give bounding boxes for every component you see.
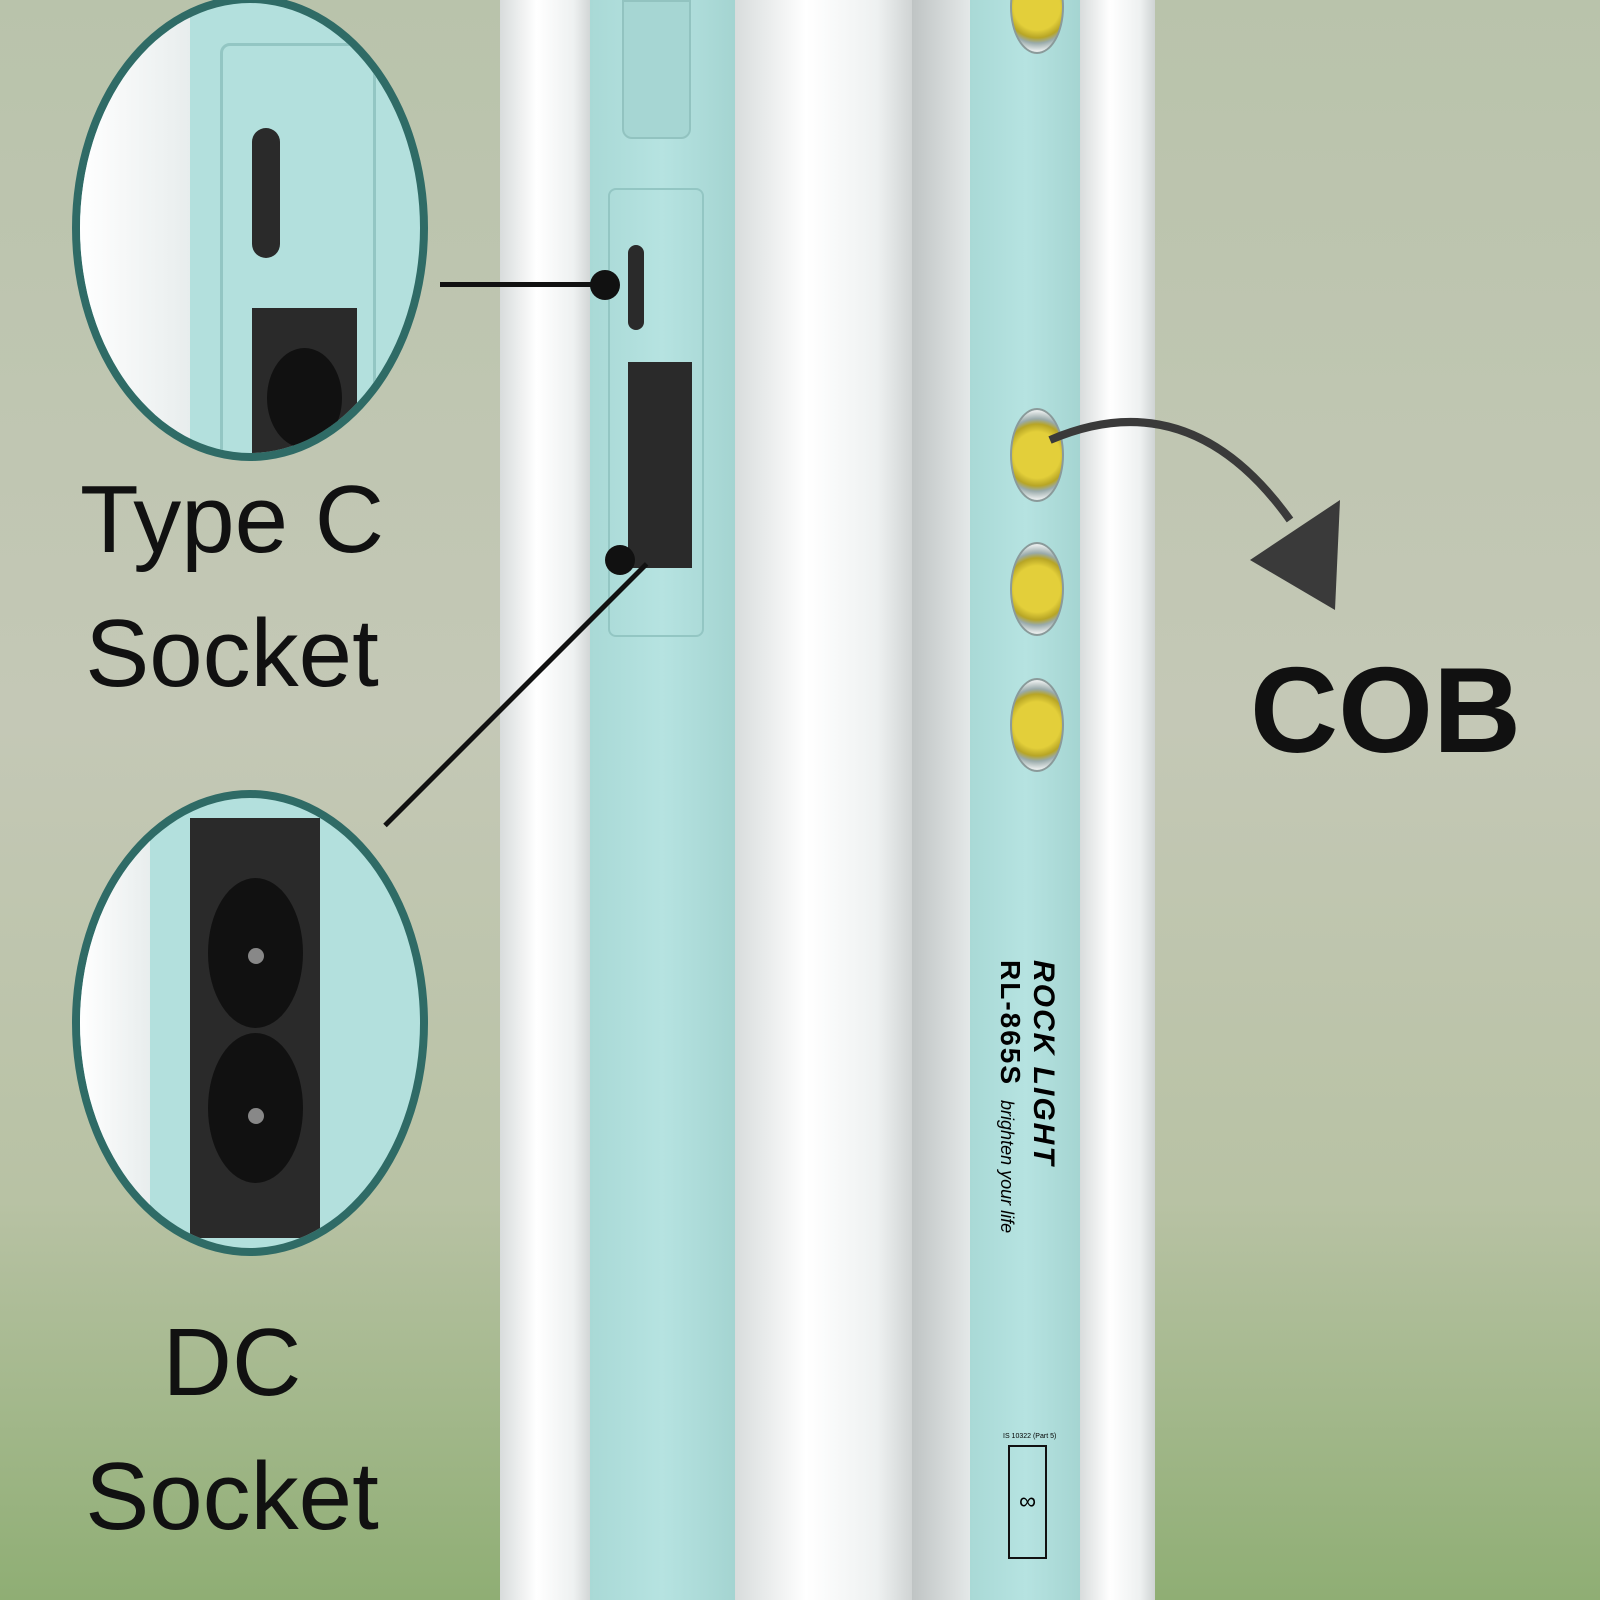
dc-port	[628, 362, 692, 568]
cob-led	[1010, 542, 1064, 636]
cob-arrow-icon	[1048, 418, 1340, 610]
dc-leader-dot	[605, 545, 635, 575]
type-c-label-line2: Socket	[85, 600, 379, 707]
isi-mark-icon: ∞	[1008, 1445, 1047, 1559]
cob-led	[1010, 678, 1064, 772]
dc-port	[190, 818, 320, 1238]
type-c-leader-line	[440, 282, 605, 287]
dc-label: DC Socket	[42, 1315, 422, 1545]
lamp-side-panel	[590, 0, 735, 1600]
lamp-tube-right	[1080, 0, 1155, 1600]
led-panel	[970, 0, 1082, 1600]
model-number: RL-865S	[995, 960, 1026, 1087]
port-panel	[608, 188, 704, 637]
cob-led	[1010, 408, 1064, 502]
switch	[622, 0, 691, 139]
dc-label-line1: DC	[162, 1309, 302, 1416]
lamp-tube-left	[500, 0, 592, 1600]
type-c-label: Type C Socket	[42, 472, 422, 702]
type-c-port	[628, 245, 644, 330]
type-c-label-line1: Type C	[79, 466, 385, 573]
type-c-port	[252, 128, 280, 258]
type-c-zoom-circle	[72, 0, 428, 461]
tagline: brighten your life	[997, 1100, 1017, 1234]
standard-mark: IS 10322 (Part 5)	[1003, 1433, 1057, 1440]
dc-zoom-circle	[72, 790, 428, 1256]
brand-block: ROCK LIGHT RL-865S brighten your life	[994, 960, 1060, 1233]
type-c-leader-dot	[590, 270, 620, 300]
brand-logo: ROCK LIGHT	[1027, 960, 1060, 1167]
cob-label: COB	[1250, 642, 1522, 778]
dc-label-line2: Socket	[85, 1443, 379, 1550]
lamp-shadow	[912, 0, 970, 1600]
lamp-tube-middle	[735, 0, 913, 1600]
dc-port	[252, 308, 357, 453]
